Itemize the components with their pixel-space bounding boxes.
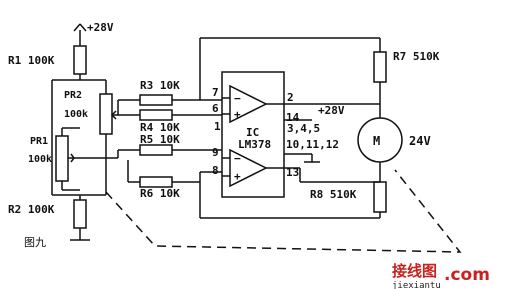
watermark-url: jiexiantu [392,281,441,289]
pin-9-label: 9 [212,146,219,159]
opamp-b-minus: − [234,152,241,165]
r8-label: R8 510K [310,188,357,201]
pr1-value-label: 100k [28,154,52,165]
pins-345-label: 3,4,5 [287,122,320,135]
pr2-name-label: PR2 [64,90,82,101]
r5-label: R5 10K [140,133,180,146]
resistor-r2 [73,199,87,229]
ic-part-label: LM378 [238,138,271,151]
ground-symbol [70,228,90,241]
r3-label: R3 10K [140,79,180,92]
pin-6-label: 6 [212,102,219,115]
resistor-r1 [73,45,87,75]
motor-voltage-label: 24V [409,134,431,148]
r6-label: R6 10K [140,187,180,200]
resistor-r3 [139,94,173,106]
watermark-dotcom: .com [444,265,490,285]
ic-name-label: IC [246,126,259,139]
pr1-name-label: PR1 [30,136,48,147]
potentiometer-pr1 [55,127,80,191]
r1-label: R1 100K [8,54,55,67]
opamp-b [229,148,268,188]
opamp-a-plus: + [234,108,241,121]
ic-supply-label: +28V [318,104,345,117]
supply-label: +28V [87,21,114,34]
resistor-r7 [373,51,387,83]
supply-rail [73,23,87,46]
pin-13-label: 13 [286,166,299,179]
watermark-chinese: 接线图 [392,262,437,280]
r4-label: R4 10K [140,121,180,134]
pr2-value-label: 100k [64,109,88,120]
ic-body [221,71,285,198]
pin-1-label: 1 [214,120,221,133]
dashed-linkage [105,169,462,253]
pins-101112-label: 10,11,12 [286,138,339,151]
pin-14-label: 14 [286,111,300,124]
resistor-r8 [373,181,387,213]
r2-label: R2 100K [8,203,55,216]
opamp-a-minus: − [234,92,241,105]
resistor-r6 [139,176,173,188]
resistor-r5 [139,144,173,156]
motor-symbol: M [373,134,380,148]
pin-8-label: 8 [212,164,219,177]
opamp-a [229,84,268,124]
figure-caption: 图九 [24,236,46,249]
opamp-b-plus: + [234,170,241,183]
pin-7-label: 7 [212,86,219,99]
r7-label: R7 510K [393,50,440,63]
resistor-r4 [139,109,173,121]
potentiometer-pr2 [51,79,118,196]
pin-2-label: 2 [287,91,294,104]
